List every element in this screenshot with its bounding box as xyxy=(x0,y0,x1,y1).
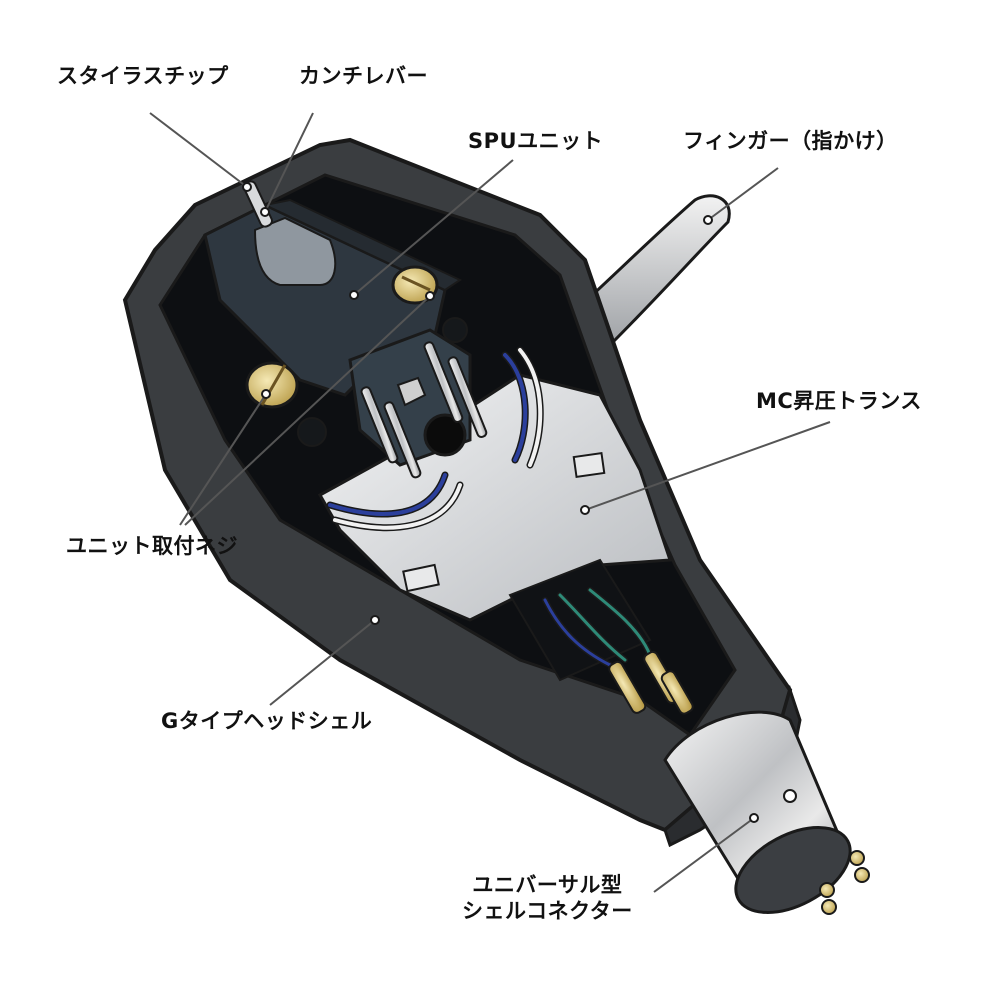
connector-pins xyxy=(819,850,870,915)
universal-shell-connector xyxy=(663,710,870,915)
label-g-type-headshell: Gタイプヘッドシェル xyxy=(161,709,373,733)
output-pins xyxy=(608,650,694,715)
label-stylus-tip: スタイラスチップ xyxy=(57,64,229,88)
label-finger-lift: フィンガー（指かけ） xyxy=(683,129,898,153)
label-connector-line1: ユニバーサル型 xyxy=(472,873,623,897)
label-connector-line2: シェルコネクター xyxy=(462,899,633,923)
label-unit-mounting-screws: ユニット取付ネジ xyxy=(66,534,238,558)
terminal-pins xyxy=(360,341,488,479)
callout-leaders xyxy=(149,112,831,893)
label-cantilever: カンチレバー xyxy=(299,64,428,88)
mc-step-up-transformer xyxy=(317,373,673,682)
label-mc-step-up-transformer: MC昇圧トランス xyxy=(756,389,922,413)
label-spu-unit: SPUユニット xyxy=(468,129,604,153)
label-universal-shell-connector: ユニバーサル型 シェルコネクター xyxy=(462,872,633,924)
internal-wiring xyxy=(326,346,653,668)
